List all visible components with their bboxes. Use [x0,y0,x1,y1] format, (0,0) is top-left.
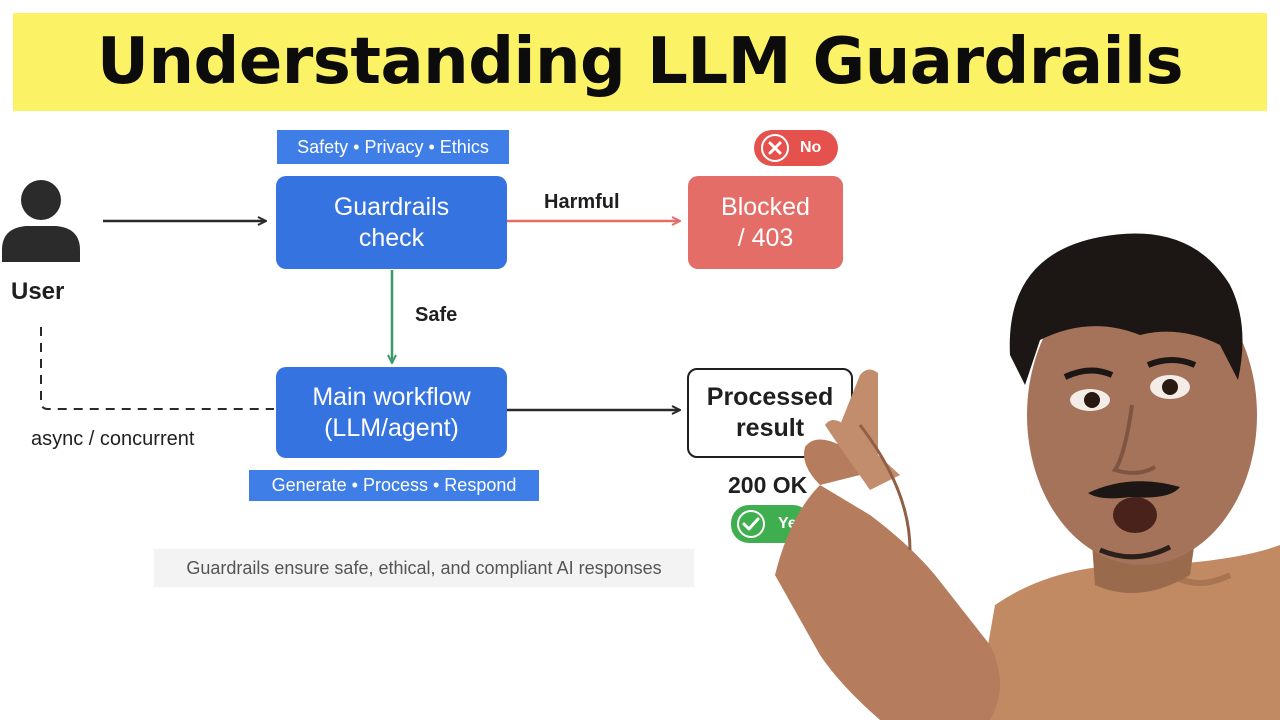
main-workflow-box: Main workflow (LLM/agent) [276,367,507,458]
async-label: async / concurrent [31,428,195,450]
user-icon [2,180,80,262]
processed-result-box: Processed result [687,368,853,458]
workflow-tags: Generate • Process • Respond [249,470,539,501]
harmful-label: Harmful [544,191,620,213]
async-dashed-line [40,327,274,410]
guardrails-check-box: Guardrails check [276,176,507,269]
safe-label: Safe [415,304,458,326]
user-label: User [11,278,65,305]
title-banner: Understanding LLM Guardrails [13,13,1267,111]
status-ok-label: 200 OK [728,472,808,498]
close-icon [761,134,789,162]
check-icon [737,510,765,538]
blocked-box: Blocked / 403 [688,176,843,269]
footer-note: Guardrails ensure safe, ethical, and com… [154,549,694,587]
guardrails-tags: Safety • Privacy • Ethics [277,130,509,164]
page-title: Understanding LLM Guardrails [96,25,1184,99]
no-badge: No [754,130,838,166]
no-badge-label: No [800,139,822,156]
presenter-photo [775,233,1280,720]
